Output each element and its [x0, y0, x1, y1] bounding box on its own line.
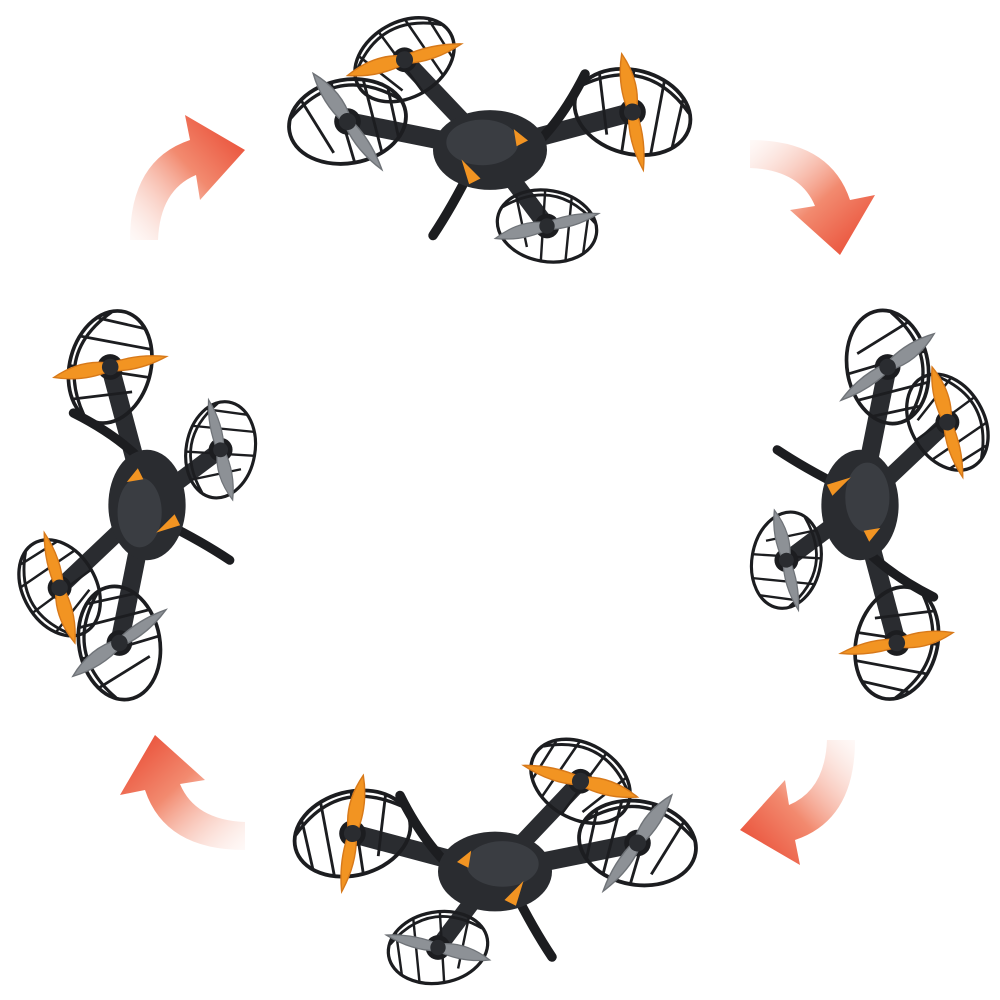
rotation-arrow-top-right [740, 130, 890, 270]
curved-arrow-icon [750, 140, 875, 255]
drone-right [720, 285, 1000, 725]
drone-bottom [275, 730, 715, 995]
rotation-arrow-bottom-right [735, 720, 875, 870]
rotation-arrow-top-left [130, 110, 270, 260]
curved-arrow-icon [740, 740, 855, 865]
curved-arrow-icon [130, 115, 245, 240]
curved-arrow-icon [120, 735, 245, 850]
drone-top [275, 5, 715, 275]
rotation-arrow-bottom-left [115, 720, 265, 860]
drone-left [5, 285, 290, 725]
